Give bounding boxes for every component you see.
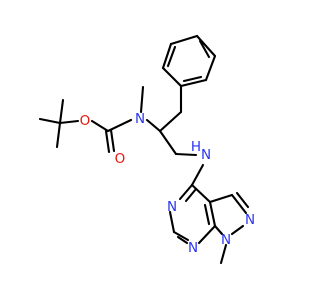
atom-o-carbonyl: O — [115, 151, 126, 167]
bond-n2-to-n1 — [230, 224, 245, 236]
atom-o-ether: O — [80, 113, 91, 129]
bond-c3-n2-double — [235, 191, 250, 209]
bond-tbu-to-oxygen — [58, 119, 80, 125]
bond-c3a-to-c3 — [208, 193, 234, 204]
bond-n3-to-c2 — [168, 210, 176, 234]
atom-n-carbamate: N — [135, 111, 145, 127]
bond-ch2-to-nh — [174, 152, 198, 157]
bond-phenyl-5 — [204, 54, 217, 82]
atom-nh-nitrogen: N — [201, 147, 211, 163]
bond-phenyl-6 — [179, 78, 208, 88]
bond-c7a-c3a-double — [203, 203, 211, 226]
atom-n-pyrazole-right: N — [245, 212, 255, 228]
bond-phenyl-4 — [195, 34, 217, 58]
atom-n-pyrazole-methyl: N — [221, 232, 231, 248]
bond-ch-to-benzyl-ch2 — [158, 110, 183, 133]
bond-phenyl-inner-c — [182, 75, 203, 83]
bond-tbu-methyl-bottom — [55, 121, 62, 149]
bond-nh-to-c4 — [190, 163, 205, 187]
bond-carbonyl-to-nitrogen — [106, 118, 133, 133]
bond-c2-n1-double — [176, 235, 189, 245]
atom-n-pyrimidine-bottom: N — [188, 240, 198, 256]
bond-phenyl-1 — [161, 66, 183, 88]
bond-c4-n3-double — [184, 187, 198, 203]
bond-nitrogen-to-ch — [145, 118, 162, 133]
bond-c4-to-n3 — [178, 183, 194, 201]
atom-n-pyrimidine-top: N — [167, 199, 177, 215]
atom-labels: O O N H N N N N N — [80, 111, 255, 256]
bond-lines — [38, 34, 250, 265]
bond-ch-to-ch2 — [158, 129, 178, 156]
molecule-canvas: O O N H N N N N N — [38, 34, 256, 265]
bond-phenyl-2 — [161, 42, 173, 70]
bond-tbu-methyl-top — [58, 98, 65, 125]
bond-n-methyl-pyrazole — [219, 243, 228, 265]
bond-n-methyl — [139, 85, 145, 114]
bond-phenyl-inner-a — [166, 45, 177, 68]
atom-nh-hydrogen: H — [191, 139, 201, 155]
bond-n1-to-c7a — [197, 224, 217, 245]
bond-c2-to-n1 — [172, 230, 190, 242]
bond-carbonyl-double-a — [104, 129, 111, 154]
bond-oxygen-to-carbonyl-carbon — [90, 119, 110, 133]
bond-c7a-to-c3a — [208, 200, 217, 228]
bond-c3-to-n2 — [230, 193, 248, 215]
bond-n1-to-c7a-pyrazole — [213, 224, 224, 236]
bond-phenyl-3 — [169, 34, 199, 46]
bond-carbonyl-double-b — [109, 128, 116, 153]
bond-phenyl-inner-b — [198, 39, 211, 59]
molecule-structure: O O N H N N N N N — [38, 34, 255, 265]
bond-c3a-to-c4 — [190, 183, 212, 204]
bond-tbu-methyl-left — [38, 117, 62, 125]
